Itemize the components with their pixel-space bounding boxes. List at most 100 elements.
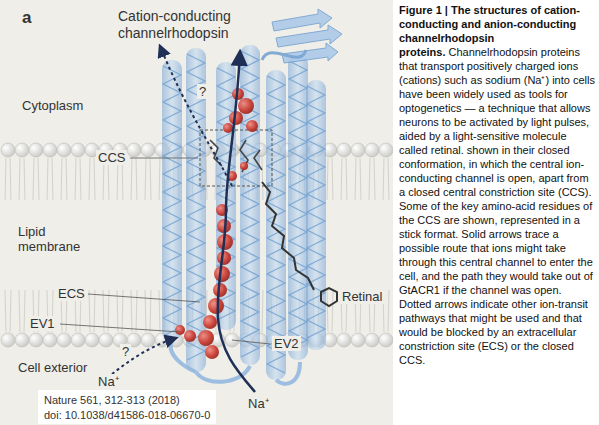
lipid-head xyxy=(1,333,15,347)
lipid-tail xyxy=(94,290,95,332)
lipid-head xyxy=(337,333,351,347)
leader-lines xyxy=(60,158,270,344)
lipid-tail xyxy=(47,158,48,200)
ccs-residue-sticks xyxy=(210,140,262,172)
lipid-head xyxy=(127,143,141,157)
lipid-tail xyxy=(94,158,95,200)
lipid-head xyxy=(43,143,57,157)
lipid-tail xyxy=(383,158,384,200)
lipid-head xyxy=(99,333,113,347)
lipid-tail xyxy=(19,290,20,332)
lipid-head xyxy=(71,143,85,157)
lipid-head xyxy=(337,143,351,157)
lipid-tail xyxy=(61,158,62,200)
question-mark: ? xyxy=(120,344,131,359)
cavity-sphere xyxy=(198,330,214,346)
ion-label: Na⁺ xyxy=(96,374,121,389)
lipid-tail xyxy=(327,158,328,200)
protein-helices xyxy=(162,45,326,380)
lipid-head xyxy=(71,333,85,347)
lipid-tail xyxy=(388,290,389,332)
site-label: ECS xyxy=(56,286,87,301)
lipid-tail xyxy=(346,158,347,200)
lipid-tail xyxy=(332,158,333,200)
doi: doi: 10.1038/d41586-018-06670-0 xyxy=(42,408,212,422)
lipid-head xyxy=(85,333,99,347)
lipid-tail xyxy=(19,158,20,200)
lipid-tail xyxy=(108,290,109,332)
lipid-tail xyxy=(136,290,137,332)
lipid-tail xyxy=(215,158,216,200)
retinal-molecule xyxy=(262,182,314,290)
cavity-sphere xyxy=(246,120,258,132)
lipid-head xyxy=(379,333,393,347)
lipid-head xyxy=(141,333,155,347)
lipid-tail xyxy=(52,158,53,200)
helix-ribbon xyxy=(187,54,205,360)
helix-ribbon xyxy=(289,61,307,349)
cavity-sphere xyxy=(238,98,254,114)
lipid-tail xyxy=(206,158,207,200)
helix-ribbon xyxy=(307,86,325,338)
lipid-head xyxy=(365,143,379,157)
lipid-head xyxy=(15,333,29,347)
lipid-tail xyxy=(10,290,11,332)
solid-ion-path-arrow xyxy=(218,52,255,392)
alpha-helix xyxy=(306,80,326,350)
lipid-tail xyxy=(136,158,137,200)
lipid-head xyxy=(141,143,155,157)
region-label: Lipid membrane xyxy=(16,224,90,254)
lipid-head xyxy=(1,143,15,157)
lipid-tail xyxy=(131,158,132,200)
lipid-head xyxy=(29,333,43,347)
site-label: EV2 xyxy=(272,336,301,351)
retinal-ring xyxy=(321,288,337,306)
lipid-tail xyxy=(131,290,132,332)
beta-strands xyxy=(262,9,342,63)
citation: Nature 561, 312-313 (2018) xyxy=(42,393,182,407)
lipid-head xyxy=(29,143,43,157)
lipid-tail xyxy=(360,158,361,200)
alpha-helix xyxy=(266,70,286,380)
lipid-tail xyxy=(24,158,25,200)
site-label: CCS xyxy=(96,150,127,165)
lipid-tail xyxy=(388,158,389,200)
question-mark: ? xyxy=(197,84,208,99)
panel-letter: a xyxy=(20,8,33,28)
cavity-sphere xyxy=(217,251,231,265)
lipid-head xyxy=(43,333,57,347)
site-label: EV1 xyxy=(28,316,57,331)
lipid-tail xyxy=(332,290,333,332)
ion-label: Na⁺ xyxy=(246,396,271,411)
cavity-sphere xyxy=(208,298,224,314)
cavity-sphere xyxy=(205,345,219,359)
lipid-head xyxy=(365,333,379,347)
lipid-tail xyxy=(89,158,90,200)
lipid-tail xyxy=(374,158,375,200)
lipid-tail xyxy=(159,290,160,332)
helix-ribbon xyxy=(267,76,285,373)
lipid-tail xyxy=(355,158,356,200)
dotted-ion-path-arrow xyxy=(160,46,232,186)
lipid-tail xyxy=(327,290,328,332)
helix-ribbon xyxy=(163,66,181,336)
caption-text: Channelrhodopsin proteins that transport… xyxy=(399,46,595,366)
lipid-tail xyxy=(75,158,76,200)
panel-heading: Cation-conducting channelrhodopsin xyxy=(116,8,270,42)
cavity-sphere xyxy=(184,330,196,342)
lipid-tail xyxy=(150,158,151,200)
dotted-ion-path-arrow xyxy=(112,338,176,374)
lipid-tail xyxy=(145,158,146,200)
lipid-tail xyxy=(80,158,81,200)
lipid-tail xyxy=(341,158,342,200)
lipid-head xyxy=(15,143,29,157)
cavity-sphere xyxy=(175,325,185,335)
lipid-head xyxy=(57,143,71,157)
lipid-head xyxy=(57,333,71,347)
lipid-tail xyxy=(103,290,104,332)
molecule-label: Retinal xyxy=(340,289,384,304)
cavity-sphere xyxy=(203,315,217,329)
lipid-tail xyxy=(38,158,39,200)
lipid-tail xyxy=(159,158,160,200)
lipid-tail xyxy=(5,290,6,332)
